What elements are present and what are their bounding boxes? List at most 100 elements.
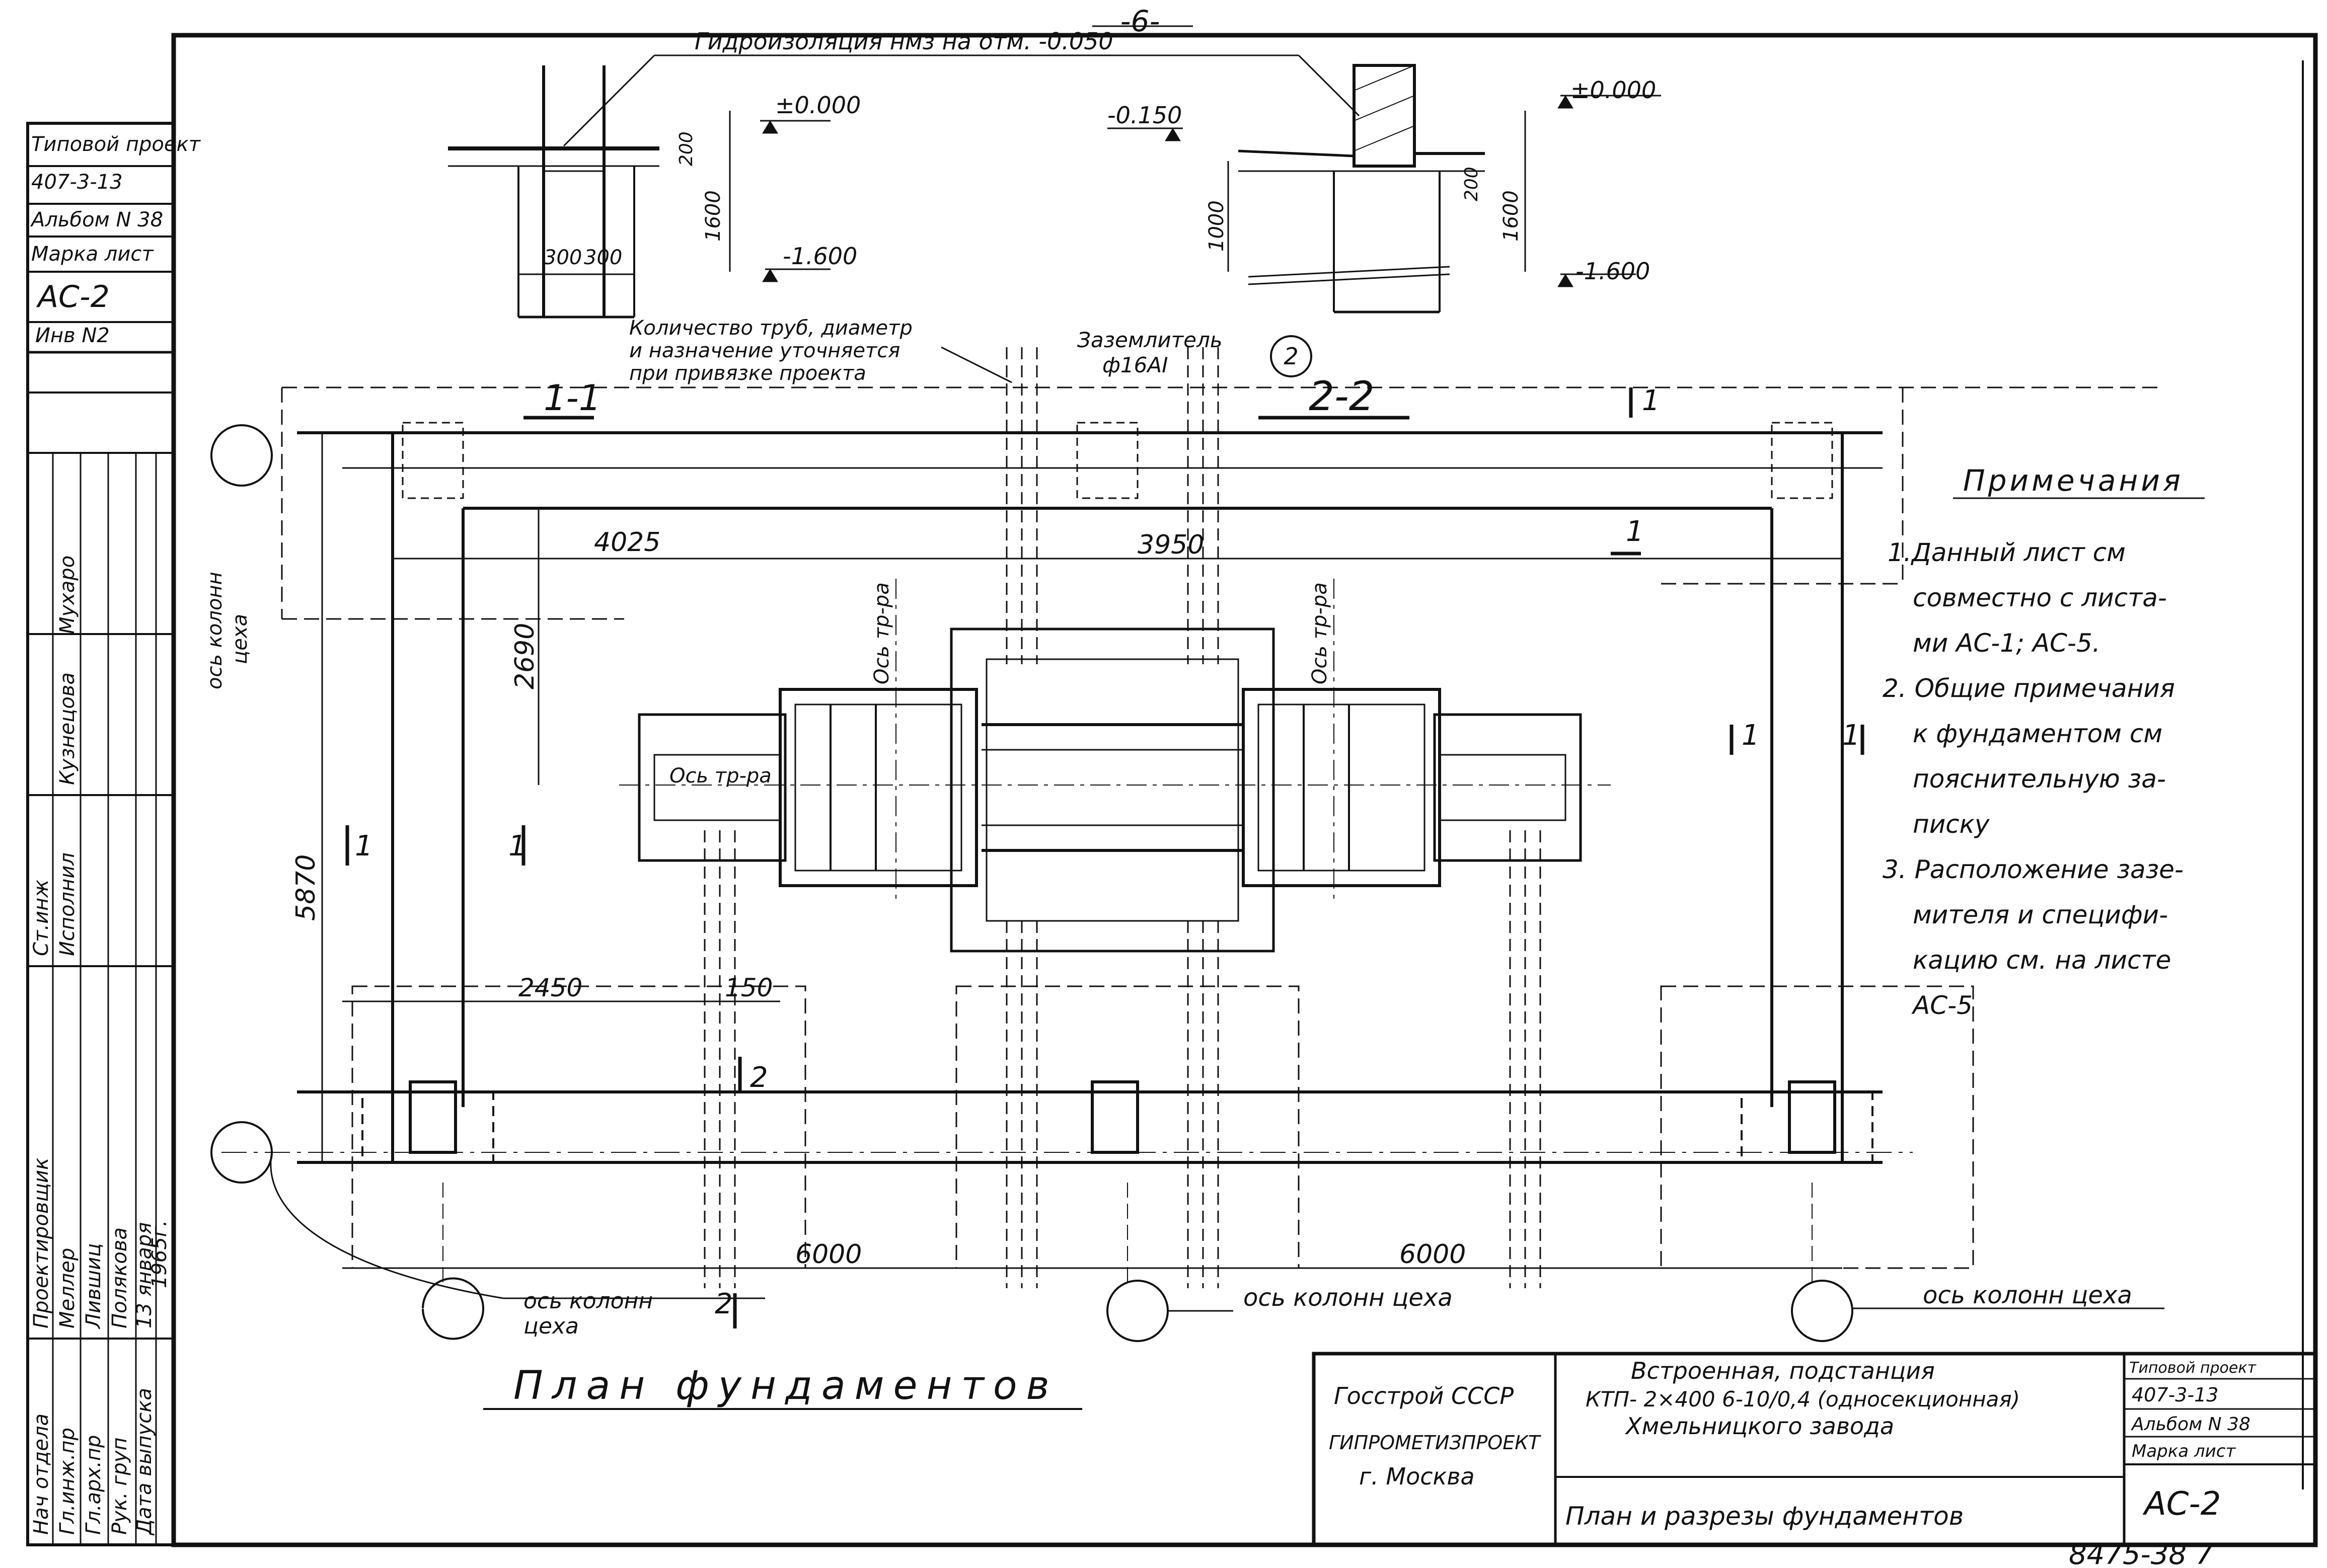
cut-marker-2-top: 2 xyxy=(750,1061,768,1094)
axis-tr-a1: Ось тр-ра xyxy=(870,582,893,684)
stamp-project-label: Типовой проект xyxy=(31,133,201,156)
tb-mark-label: Марка лист xyxy=(2132,1441,2236,1461)
stamp-year: 1965г. xyxy=(148,1220,171,1288)
tb-album: Альбом N 38 xyxy=(2131,1414,2250,1435)
sec1-dim-300a: 300 xyxy=(544,246,582,269)
stamp-role-4: Рук. груп xyxy=(108,1437,131,1535)
axis-bottom-left-1: ось колонн xyxy=(523,1288,653,1314)
stamp-name-5: 13 января xyxy=(133,1222,156,1328)
notes-line-9: мителя и специфи- xyxy=(1913,900,2168,929)
dim-6000-b: 6000 xyxy=(1399,1239,1466,1270)
dim-3950: 3950 xyxy=(1138,530,1204,560)
stamp-mark: АС-2 xyxy=(36,279,110,315)
notes-line-3: ми АС-1; АС-5. xyxy=(1913,629,2100,658)
title-block xyxy=(1312,1352,2317,1547)
dim-6000-a: 6000 xyxy=(795,1239,862,1270)
grounding-callout: Заземлитель ф16АI xyxy=(1077,328,1223,377)
tb-name-1: Встроенная, подстанция xyxy=(1631,1357,1935,1384)
pipes-line-3: при привязке проекта xyxy=(629,362,866,385)
cut-1-1-label: 1-1 xyxy=(544,377,601,419)
stamp-inv: Инв N2 xyxy=(35,324,110,347)
cut-marker-right-top: 1 xyxy=(1642,384,1660,417)
tb-project-label: Типовой проект xyxy=(2129,1359,2257,1377)
stamp-name-2: Меллер xyxy=(56,1248,79,1328)
stamp-role-3: Гл.арх.пр xyxy=(82,1435,105,1535)
tb-sheet-title: План и разрезы фундаментов xyxy=(1565,1502,1964,1531)
sec1-top-mark: ±0.000 xyxy=(775,92,861,119)
notes-line-10: кацию см. на листе xyxy=(1913,946,2171,975)
tb-city: г. Москва xyxy=(1359,1463,1475,1490)
stamp-colname-2: Мухаро xyxy=(56,556,79,634)
cut-marker-2-bottom: 2 xyxy=(715,1288,733,1320)
pipes-callout-leader xyxy=(941,346,1012,383)
title-block-text: Госстрой СССР ГИПРОМЕТИЗПРОЕКТ г. Москва… xyxy=(1329,1357,2257,1531)
stamp-role-1: Нач отдела xyxy=(30,1414,53,1535)
stamp-col-1: Ст.инж xyxy=(30,880,53,956)
cut-marker-right-a: 1 xyxy=(1742,719,1760,752)
plan-labels: 1-1 2-2 1 1 1 1 1 1 2 2 4025 3950 2690 5… xyxy=(203,373,2132,1408)
grounding-line-2: ф16АI xyxy=(1102,353,1168,377)
plan-geometry xyxy=(210,347,2164,1342)
tb-mark: АС-2 xyxy=(2142,1485,2221,1523)
section-1-detail xyxy=(448,65,831,319)
sec2-top-mark: ±0.000 xyxy=(1570,76,1656,104)
sec2-left-mark: -0.150 xyxy=(1107,102,1182,129)
axis-left-col-1: ось колонн xyxy=(203,572,227,689)
pipes-line-2: и назначение уточняется xyxy=(629,339,900,362)
stamp-col-2: Исполнил xyxy=(56,852,79,956)
section-2-labels: ±0.000 -0.150 -1.600 200 1600 1000 xyxy=(1107,76,1656,285)
tb-org2: ГИПРОМЕТИЗПРОЕКТ xyxy=(1329,1432,1541,1454)
notes-line-8: 3. Расположение зазе- xyxy=(1883,855,2184,884)
stamp-role-2: Гл.инж.пр xyxy=(56,1428,79,1535)
sec2-dim-1000: 1000 xyxy=(1205,200,1228,252)
notes-line-5: к фундаментом см xyxy=(1913,719,2162,748)
tb-org1: Госстрой СССР xyxy=(1334,1382,1514,1409)
section-1-labels: ±0.000 -1.600 300 300 200 1600 xyxy=(544,92,861,270)
stamp-project-number: 407-3-13 xyxy=(31,171,123,194)
cut-marker-left-a: 1 xyxy=(355,830,373,863)
tb-name-3: Хмельницкого завода xyxy=(1625,1413,1894,1440)
sec1-dim-1600: 1600 xyxy=(702,190,725,242)
notes-heading: Примечания xyxy=(1963,463,2184,498)
sec1-bottom-mark: -1.600 xyxy=(783,243,857,270)
cut-marker-right-b: 1 xyxy=(1842,719,1860,752)
stamp-colname-1: Кузнецова xyxy=(56,672,79,785)
left-stamp-text: Типовой проект 407-3-13 Альбом N 38 Марк… xyxy=(30,133,201,1536)
notes-line-6: пояснительную за- xyxy=(1913,764,2166,794)
axis-tr-b: Ось тр-ра xyxy=(669,764,772,788)
stamp-name-4: Полякова xyxy=(108,1227,131,1328)
tb-project-number: 407-3-13 xyxy=(2132,1384,2218,1406)
stamp-name-1: Проектировщик xyxy=(30,1158,53,1328)
sec2-bottom-mark: -1.600 xyxy=(1575,258,1650,285)
left-stamp xyxy=(26,122,175,1546)
grounding-marker xyxy=(1270,335,1312,377)
section-2-detail xyxy=(1107,64,1661,313)
dim-150: 150 xyxy=(725,973,773,1002)
tb-name-2: КТП- 2×400 6-10/0,4 (односекционная) xyxy=(1586,1387,2020,1412)
sheet-code: 8475-38 7 xyxy=(2069,1538,2214,1568)
notes-block: Примечания 1.Данный лист см совместно с … xyxy=(1883,463,2184,1020)
notes-line-4: 2. Общие примечания xyxy=(1883,674,2175,703)
cut-2-2-label: 2-2 xyxy=(1309,373,1375,420)
sec1-dim-300b: 300 xyxy=(584,246,622,269)
sec1-dim-200: 200 xyxy=(676,131,697,166)
cut-marker-left-b: 1 xyxy=(508,830,527,863)
dim-2690: 2690 xyxy=(510,623,540,689)
sec2-dim-200: 200 xyxy=(1461,167,1482,201)
notes-line-1: 1.Данный лист см xyxy=(1888,538,2126,567)
stamp-name-3: Лившиц xyxy=(82,1243,105,1329)
cut-marker-right-mid: 1 xyxy=(1626,515,1644,548)
dim-4025: 4025 xyxy=(594,527,660,558)
stamp-album: Альбом N 38 xyxy=(30,208,163,231)
notes-line-11: АС-5 xyxy=(1911,991,1973,1020)
dim-5870: 5870 xyxy=(291,854,321,921)
sec2-dim-1600: 1600 xyxy=(1499,190,1523,242)
grounding-marker-label: 2 xyxy=(1284,343,1298,370)
axis-bottom-mid: ось колонн цеха xyxy=(1243,1284,1453,1312)
plan-title: План фундаментов xyxy=(513,1363,1059,1408)
notes-line-7: писку xyxy=(1913,810,1990,839)
axis-tr-a2: Ось тр-ра xyxy=(1308,582,1331,684)
grounding-line-1: Заземлитель xyxy=(1077,328,1223,352)
axis-bottom-left-2: цеха xyxy=(523,1313,579,1339)
